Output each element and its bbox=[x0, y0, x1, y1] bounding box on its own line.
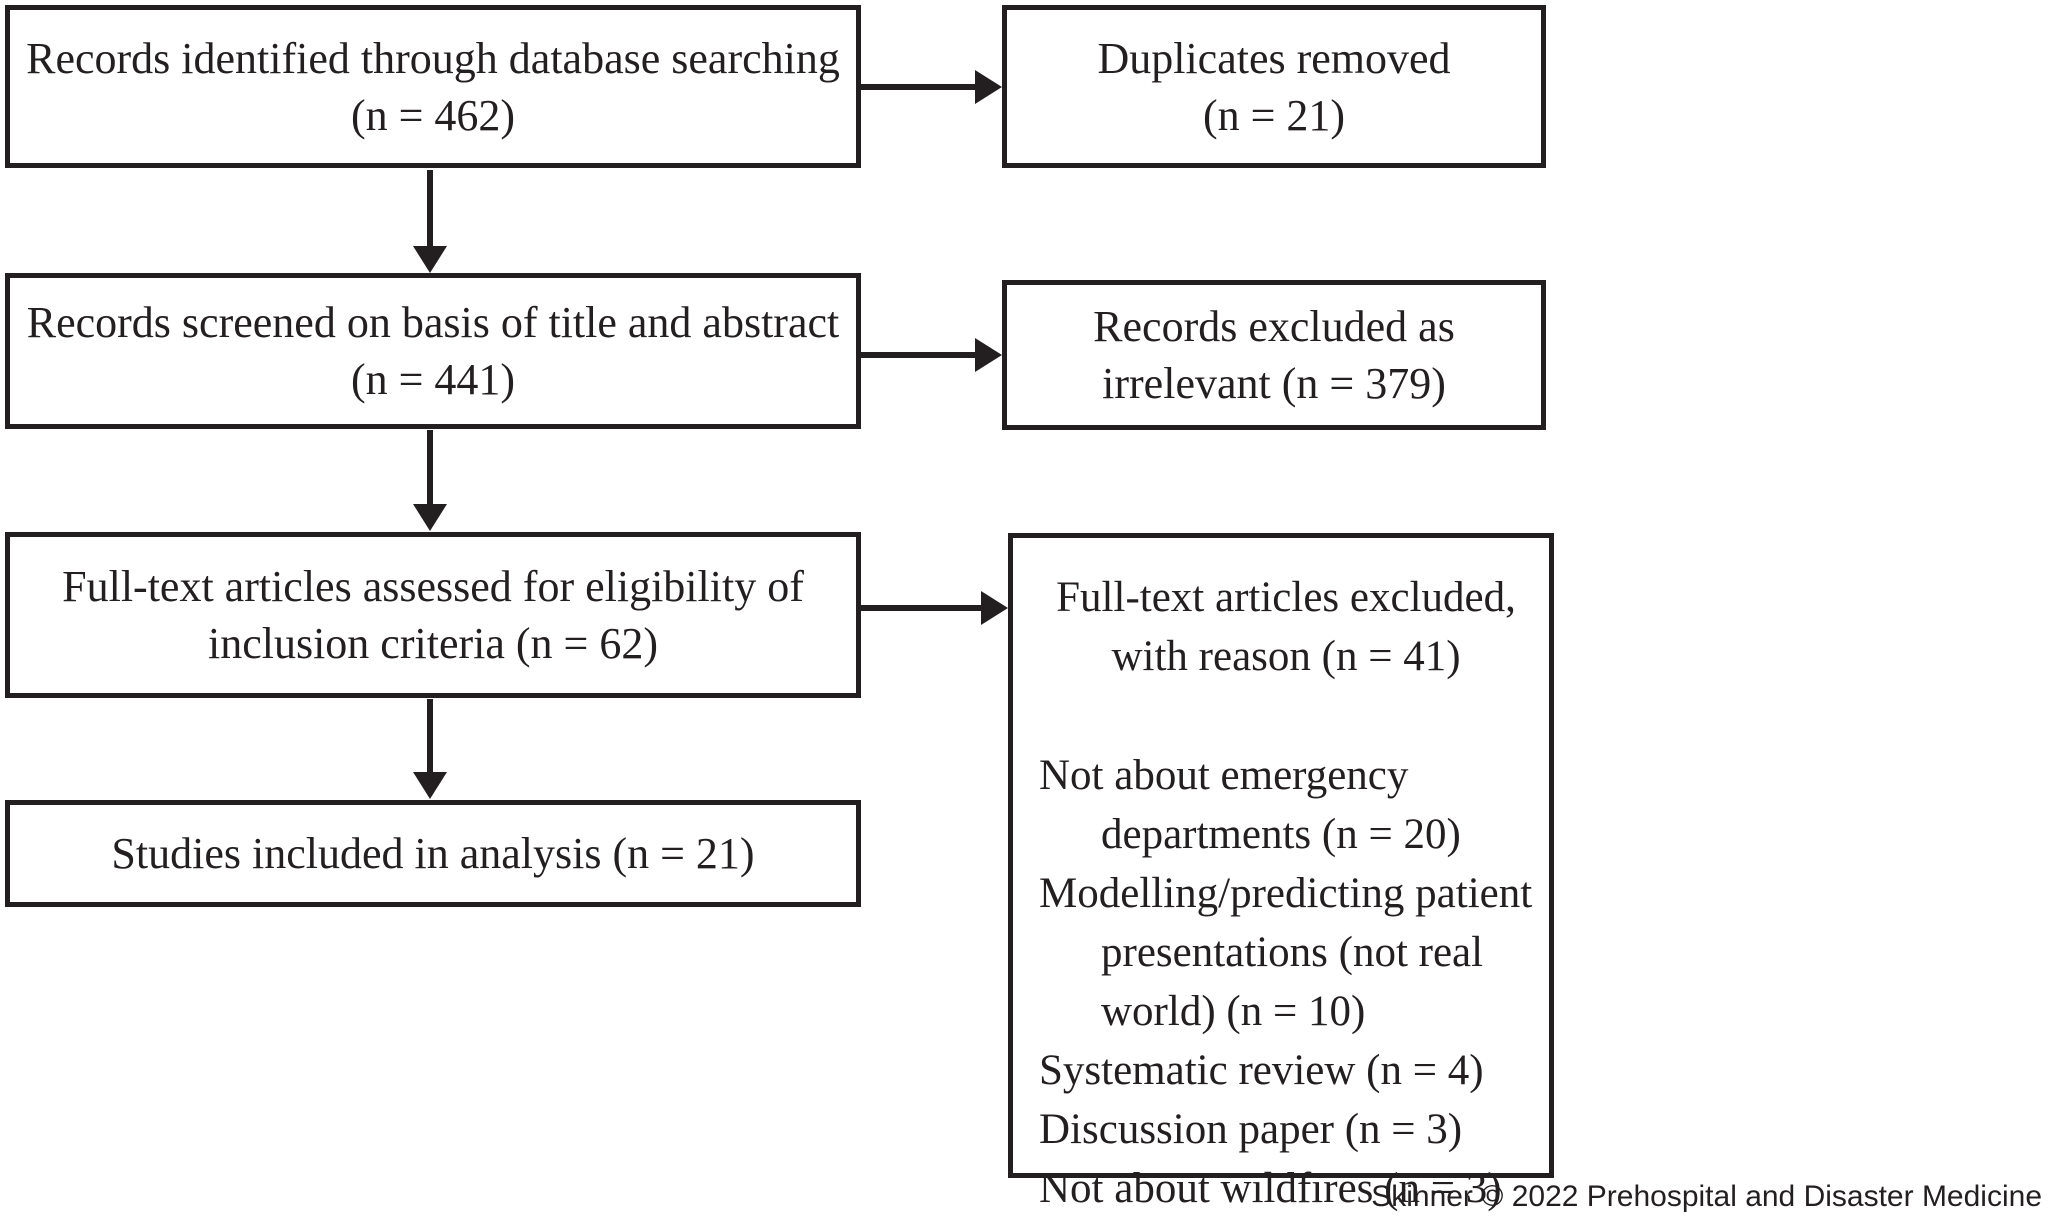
arrow-down-head-icon bbox=[413, 772, 447, 799]
arrow-shaft bbox=[861, 84, 978, 90]
arrow-shaft bbox=[427, 699, 433, 775]
text-line: inclusion criteria (n = 62) bbox=[207, 619, 658, 668]
text-line: (n = 462) bbox=[350, 90, 516, 140]
arrow-identified-to-screened bbox=[413, 170, 447, 273]
arrow-right-head-icon bbox=[981, 591, 1008, 625]
box-studies-included: Studies included in analysis (n = 21) bbox=[5, 800, 861, 907]
text-line: Duplicates removed bbox=[1097, 33, 1451, 83]
box-fulltext-excluded: Full-text articles excluded, with reason … bbox=[1008, 533, 1554, 1212]
text-line: (n = 21) bbox=[1202, 90, 1346, 140]
arrow-shaft bbox=[861, 352, 978, 358]
box-fulltext-assessed: Full-text articles assessed for eligibil… bbox=[5, 532, 861, 698]
box-duplicates-removed: Duplicates removed (n = 21) bbox=[1002, 5, 1546, 168]
arrow-identified-to-duplicates bbox=[861, 70, 1002, 104]
text-line: Records excluded as bbox=[1093, 302, 1455, 351]
arrow-down-head-icon bbox=[413, 504, 447, 531]
exclusion-reason-item: Not about wildfires (n = 3) bbox=[1039, 1165, 1502, 1212]
text-line: Records identified through database sear… bbox=[26, 33, 840, 83]
arrow-shaft bbox=[427, 430, 433, 507]
arrow-shaft bbox=[427, 170, 433, 249]
arrow-shaft bbox=[861, 605, 984, 611]
arrow-right-head-icon bbox=[975, 70, 1002, 104]
text-line: Full-text articles excluded, bbox=[1056, 574, 1516, 621]
text-line: (n = 441) bbox=[350, 355, 516, 404]
arrow-screened-to-irrelevant bbox=[861, 338, 1002, 372]
fulltext-excluded-header: Full-text articles excluded, with reason … bbox=[1039, 568, 1533, 686]
box-records-excluded-irrelevant: Records excluded as irrelevant (n = 379) bbox=[1002, 280, 1546, 430]
exclusion-reason-item: Discussion paper (n = 3) bbox=[1039, 1106, 1463, 1153]
text-line: Full-text articles assessed for eligibil… bbox=[62, 562, 804, 611]
arrow-fulltext-to-excluded bbox=[861, 591, 1008, 625]
exclusion-reason-item: Modelling/predicting patient presentatio… bbox=[1039, 870, 1533, 1035]
text-line: with reason (n = 41) bbox=[1111, 633, 1461, 680]
text-line: Records screened on basis of title and a… bbox=[26, 298, 840, 347]
exclusion-reasons-list: Not about emergency departments (n = 20)… bbox=[1039, 746, 1533, 1216]
arrow-fulltext-to-included bbox=[413, 699, 447, 799]
arrow-screened-to-fulltext bbox=[413, 430, 447, 531]
text-line: Studies included in analysis (n = 21) bbox=[111, 829, 755, 878]
arrow-right-head-icon bbox=[975, 338, 1002, 372]
arrow-down-head-icon bbox=[413, 246, 447, 273]
box-records-screened: Records screened on basis of title and a… bbox=[5, 273, 861, 429]
text-line: irrelevant (n = 379) bbox=[1102, 359, 1446, 408]
box-records-identified: Records identified through database sear… bbox=[5, 5, 861, 168]
exclusion-reason-item: Systematic review (n = 4) bbox=[1039, 1047, 1484, 1094]
exclusion-reason-item: Not about emergency departments (n = 20) bbox=[1039, 752, 1461, 858]
credit-line: Skinner © 2022 Prehospital and Disaster … bbox=[1371, 1180, 2042, 1213]
